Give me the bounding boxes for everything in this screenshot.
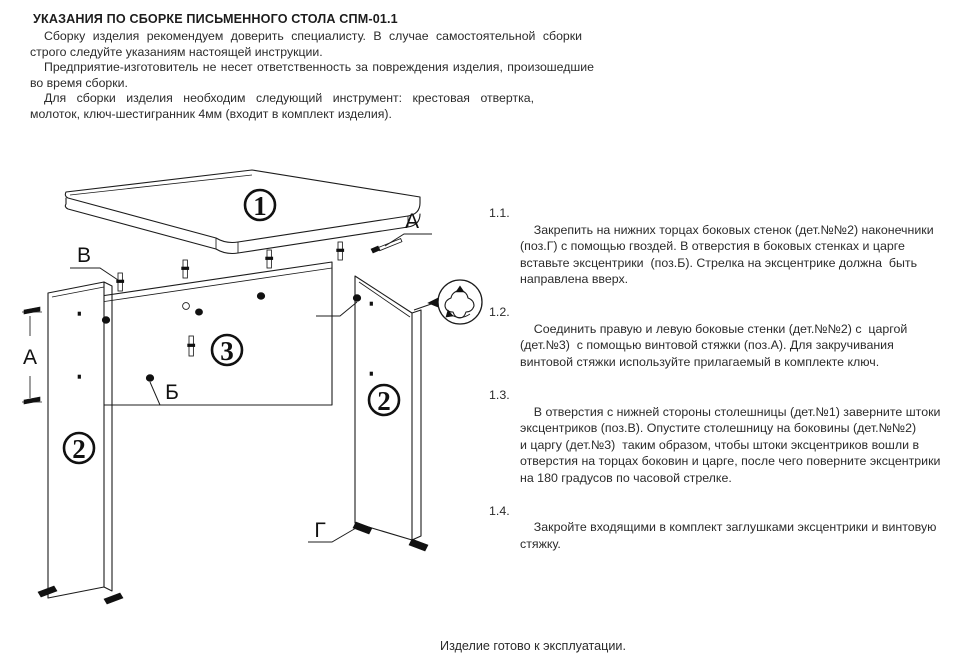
instruction-text: Закрепить на нижних торцах боковых стено… bbox=[520, 222, 934, 287]
instruction-text: В отверстия с нижней стороны столешницы … bbox=[520, 404, 941, 485]
tie-bolt-fastener bbox=[370, 237, 403, 254]
callout-pos-b: Б bbox=[149, 381, 188, 406]
callout-part-3: 3 bbox=[210, 333, 244, 367]
callout-part-3-label: 3 bbox=[220, 336, 234, 366]
cam-stud-icon bbox=[265, 249, 274, 269]
assembly-diagram: .ln { fill:none; stroke:#1c1c1c; stroke-… bbox=[0, 150, 500, 620]
callout-part-2-left: 2 bbox=[62, 431, 96, 465]
callout-part-2-left-label: 2 bbox=[72, 434, 86, 464]
cam-stud-icon bbox=[336, 241, 345, 261]
callout-part-1: 1 bbox=[243, 188, 277, 222]
callout-pos-a: А bbox=[384, 210, 432, 247]
dimension-marker-a: А bbox=[22, 306, 42, 405]
instruction-number: 1.4. bbox=[489, 503, 510, 518]
cam-stud-icon bbox=[116, 272, 125, 292]
callout-pos-a-label: А bbox=[405, 210, 419, 233]
callout-pos-v: В bbox=[70, 244, 119, 281]
cam-stud-icon bbox=[187, 335, 196, 357]
instruction-text: Закройте входящими в комплект заглушками… bbox=[520, 520, 937, 551]
instruction-item: 1.1. Закрепить на нижних торцах боковых с… bbox=[489, 205, 970, 304]
intro-paragraph-2: Предприятие-изготовитель не несет ответс… bbox=[30, 60, 594, 90]
cam-stud-fasteners bbox=[116, 241, 345, 357]
callout-part-2-right: 2 bbox=[367, 383, 401, 417]
instruction-item: 1.3. В отверстия с нижней стороны столешн… bbox=[489, 387, 970, 503]
instruction-number: 1.3. bbox=[489, 388, 510, 403]
callout-pos-g-label: Г bbox=[314, 519, 325, 542]
cam-stud-icon bbox=[181, 259, 190, 279]
right-side-panel-part: 2 bbox=[352, 275, 429, 552]
eccentric-cam-markers bbox=[101, 292, 362, 382]
callout-pos-v-label: В bbox=[77, 244, 91, 267]
left-side-panel-part: 2 bbox=[37, 281, 124, 605]
tabletop-part: 1 bbox=[64, 169, 421, 255]
callout-part-2-right-label: 2 bbox=[377, 386, 391, 416]
instruction-number: 1.2. bbox=[489, 305, 510, 320]
instruction-item: 1.4. Закройте входящими в комплект заглуш… bbox=[489, 503, 970, 569]
callout-pos-b-right bbox=[316, 301, 358, 317]
instruction-list: 1.1. Закрепить на нижних торцах боковых с… bbox=[489, 205, 970, 569]
intro-paragraph-1: Сборку изделия рекомендуем доверить спец… bbox=[30, 29, 582, 59]
page-title: УКАЗАНИЯ ПО СБОРКЕ ПИСЬМЕННОГО СТОЛА СПМ… bbox=[33, 12, 398, 26]
footer-note-text: Изделие готово к эксплуатации. bbox=[440, 639, 626, 653]
dimension-marker-a-label: А bbox=[23, 346, 37, 369]
rail-part: 3 bbox=[100, 261, 333, 406]
eccentric-cam-detail bbox=[413, 279, 483, 325]
footer-note: Изделие готово к эксплуатации. bbox=[0, 639, 970, 653]
header-block: УКАЗАНИЯ ПО СБОРКЕ ПИСЬМЕННОГО СТОЛА СПМ… bbox=[0, 12, 600, 123]
instruction-item: 1.2. Соединить правую и левую боковые сте… bbox=[489, 304, 970, 387]
assembly-diagram-svg: .ln { fill:none; stroke:#1c1c1c; stroke-… bbox=[22, 169, 483, 605]
callout-pos-g: Г bbox=[308, 519, 357, 543]
instruction-number: 1.1. bbox=[489, 206, 510, 220]
instruction-text: Соединить правую и левую боковые стенки … bbox=[520, 321, 908, 369]
callout-part-1-label: 1 bbox=[253, 191, 267, 221]
intro-paragraph-3: Для сборки изделия необходим следующий и… bbox=[30, 91, 534, 121]
callout-pos-b-label: Б bbox=[165, 381, 179, 404]
